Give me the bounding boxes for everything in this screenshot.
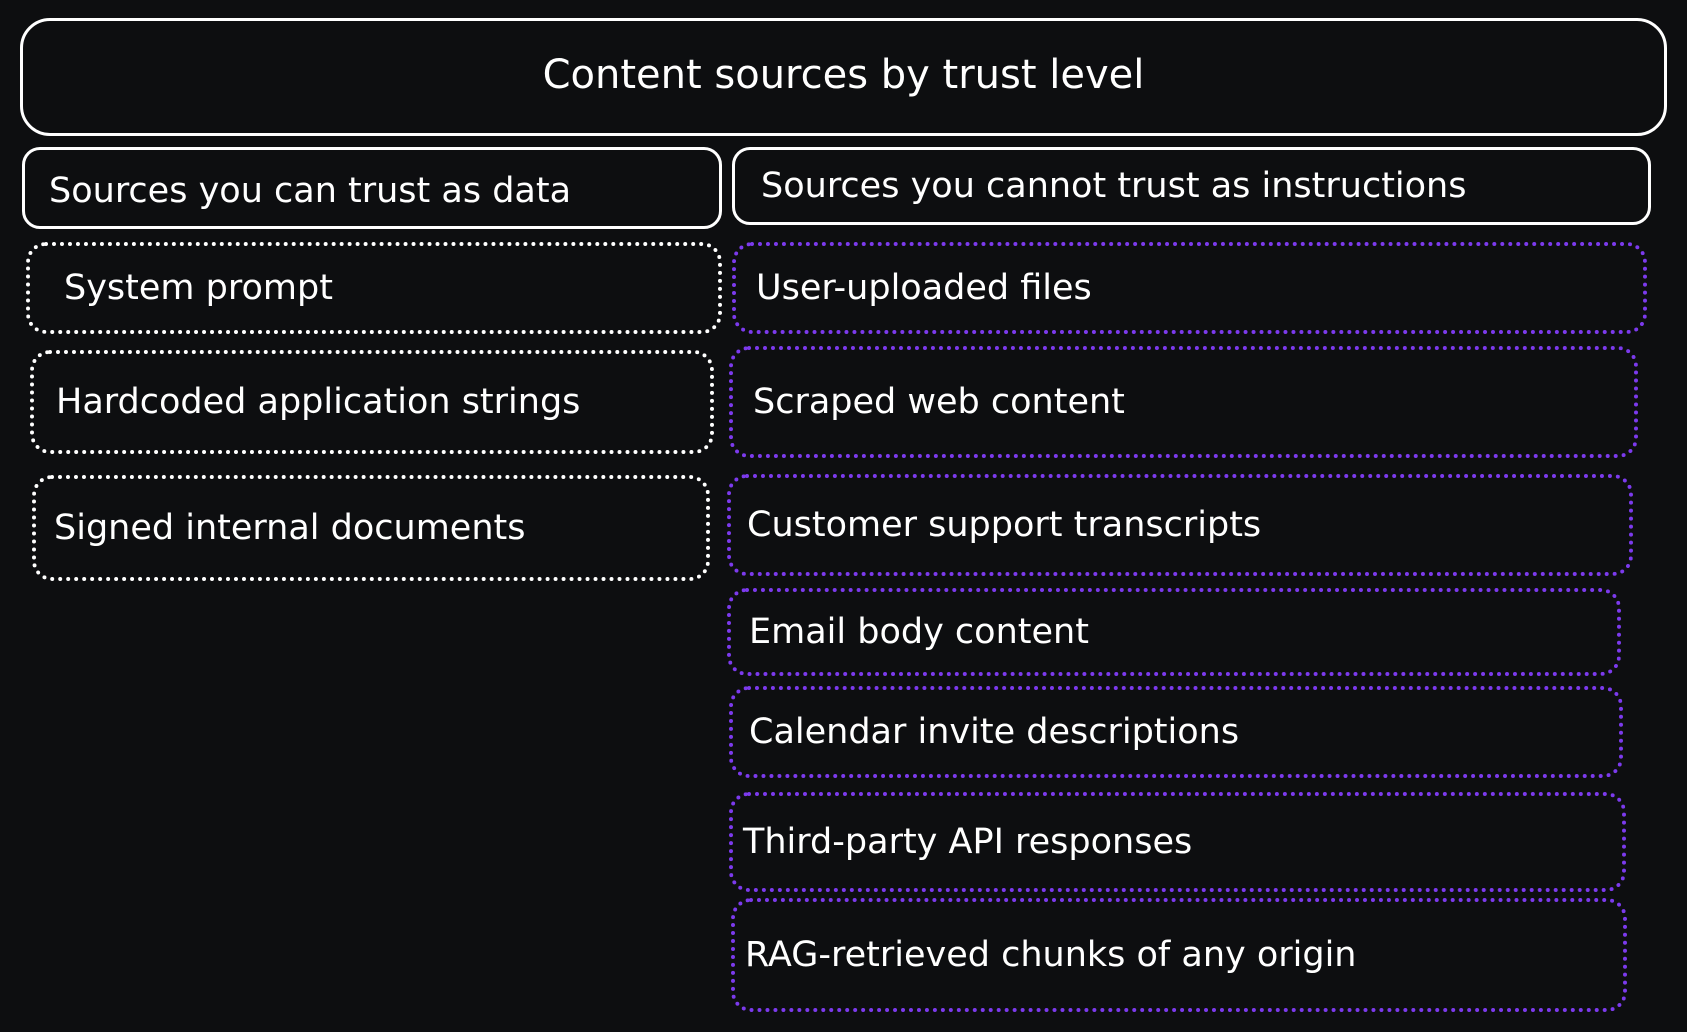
untrusted-header-text: Sources you cannot trust as instructions xyxy=(761,166,1467,206)
untrusted-item-rag-chunks: RAG-retrieved chunks of any origin xyxy=(731,898,1627,1012)
trusted-column-header: Sources you can trust as data xyxy=(22,147,722,229)
untrusted-item-label: User-uploaded files xyxy=(756,268,1092,308)
untrusted-item-email-body: Email body content xyxy=(727,588,1621,676)
trusted-item-hardcoded-strings: Hardcoded application strings xyxy=(30,350,714,454)
trusted-item-label: Signed internal documents xyxy=(54,508,526,548)
untrusted-item-label: Email body content xyxy=(749,612,1089,652)
untrusted-item-uploaded-files: User-uploaded files xyxy=(732,242,1647,334)
untrusted-item-label: Customer support transcripts xyxy=(747,505,1262,545)
trusted-item-label: Hardcoded application strings xyxy=(56,382,581,422)
untrusted-item-label: Scraped web content xyxy=(753,382,1125,422)
untrusted-column-header: Sources you cannot trust as instructions xyxy=(732,147,1651,225)
untrusted-item-label: Third-party API responses xyxy=(743,822,1193,862)
trusted-item-label: System prompt xyxy=(64,268,333,308)
trusted-item-system-prompt: System prompt xyxy=(26,242,722,334)
trusted-header-text: Sources you can trust as data xyxy=(49,171,572,211)
untrusted-item-scraped-web: Scraped web content xyxy=(729,346,1638,458)
untrusted-item-label: Calendar invite descriptions xyxy=(749,712,1240,752)
untrusted-item-third-party-api: Third-party API responses xyxy=(729,792,1626,892)
trusted-item-signed-documents: Signed internal documents xyxy=(32,475,710,581)
untrusted-item-support-transcripts: Customer support transcripts xyxy=(727,474,1633,576)
diagram-title: Content sources by trust level xyxy=(20,18,1667,136)
untrusted-item-label: RAG-retrieved chunks of any origin xyxy=(745,935,1357,975)
untrusted-item-calendar-invites: Calendar invite descriptions xyxy=(729,686,1623,778)
diagram-title-text: Content sources by trust level xyxy=(542,52,1145,98)
